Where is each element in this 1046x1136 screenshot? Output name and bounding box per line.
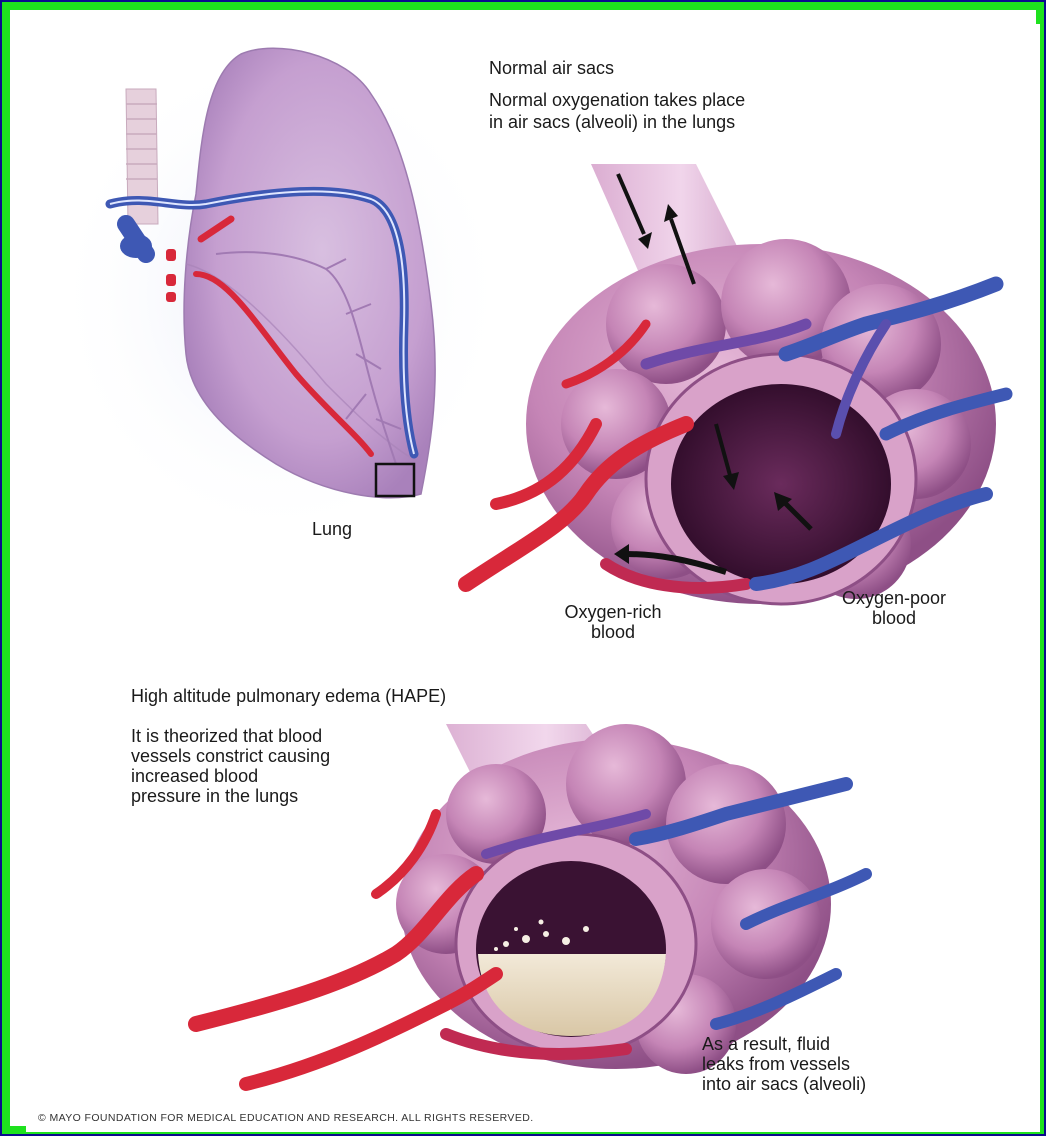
hape-alveoli-illustration (196, 724, 866, 1084)
oxygen-rich-label-line-1: Oxygen-rich (553, 602, 673, 623)
normal-description-line-1: Normal oxygenation takes place (489, 90, 745, 111)
normal-description-line-2: in air sacs (alveoli) in the lungs (489, 112, 735, 133)
hape-description-line-1: It is theorized that blood (131, 726, 322, 747)
oxygen-poor-label-line-1: Oxygen-poor (819, 588, 969, 609)
illustration-panel: Normal air sacs Normal oxygenation takes… (26, 24, 1040, 1132)
oxygen-poor-label-line-2: blood (819, 608, 969, 629)
lung-illustration (51, 44, 511, 544)
illustration-art (26, 24, 1040, 1132)
oxygen-rich-label-line-2: blood (553, 622, 673, 643)
result-description-line-3: into air sacs (alveoli) (702, 1074, 866, 1095)
lung-label: Lung (312, 519, 352, 540)
hape-description-line-3: increased blood (131, 766, 258, 787)
hape-description-line-2: vessels constrict causing (131, 746, 330, 767)
copyright-notice: © MAYO FOUNDATION FOR MEDICAL EDUCATION … (38, 1112, 534, 1124)
hape-description-line-4: pressure in the lungs (131, 786, 298, 807)
normal-alveoli-illustration (466, 164, 1006, 604)
result-description-line-2: leaks from vessels (702, 1054, 850, 1075)
result-description-line-1: As a result, fluid (702, 1034, 830, 1055)
normal-air-sacs-title: Normal air sacs (489, 58, 614, 79)
hape-title: High altitude pulmonary edema (HAPE) (131, 686, 446, 707)
